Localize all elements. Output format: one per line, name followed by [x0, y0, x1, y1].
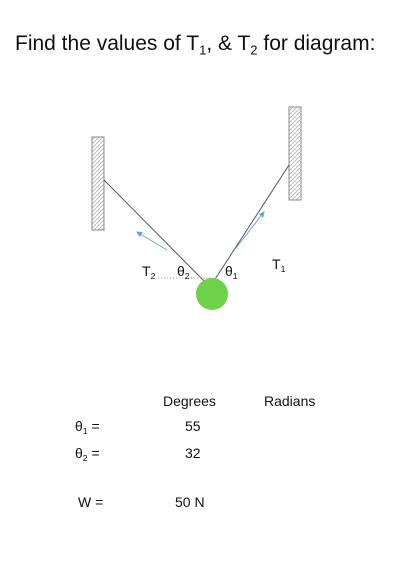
- t2-arrow: [136, 231, 168, 251]
- label-theta1: θ1: [225, 263, 238, 282]
- hanging-mass: [196, 278, 228, 310]
- right-wall: [288, 106, 302, 201]
- row-theta1-degrees: 55: [185, 418, 201, 434]
- left-wall: [91, 136, 105, 231]
- label-theta2: θ2: [177, 263, 190, 282]
- header-radians: Radians: [264, 393, 316, 409]
- label-t1: T1: [272, 256, 286, 275]
- problem-title: Find the values of T1, & T2 for diagram:: [15, 32, 376, 58]
- row-theta2-degrees: 32: [185, 445, 201, 461]
- row-theta1-label: θ1 =: [75, 418, 100, 437]
- t1-arrow: [235, 211, 265, 249]
- rope-right: [209, 164, 290, 288]
- row-theta2-label: θ2 =: [75, 445, 100, 464]
- header-degrees: Degrees: [163, 393, 216, 409]
- weight-value: 50 N: [175, 494, 205, 510]
- weight-label: W =: [78, 494, 104, 510]
- label-t2: T2: [142, 263, 156, 282]
- rope-left: [103, 179, 211, 288]
